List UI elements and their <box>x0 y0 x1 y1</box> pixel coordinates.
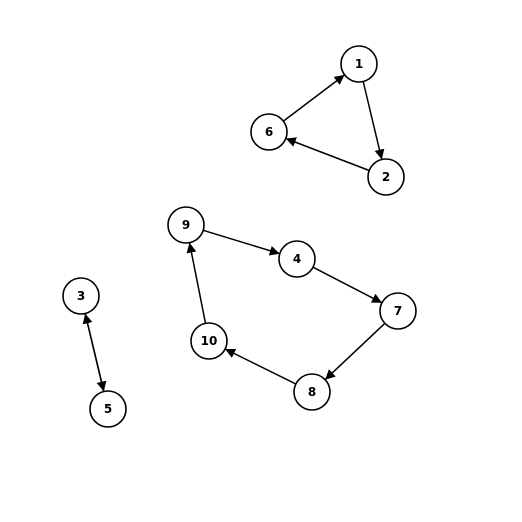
node-circle <box>367 158 405 196</box>
node-circle <box>250 113 288 151</box>
node-3: 3 <box>62 277 100 315</box>
node-label: 4 <box>293 252 301 266</box>
node-circle <box>167 206 205 244</box>
node-label: 9 <box>182 218 190 232</box>
node-6: 6 <box>250 113 288 151</box>
node-label: 8 <box>308 385 316 399</box>
node-8: 8 <box>293 373 331 411</box>
edge-8-to-10 <box>224 348 297 385</box>
edge-6-to-1 <box>282 74 346 122</box>
node-circle <box>190 322 228 360</box>
node-9: 9 <box>167 206 205 244</box>
edge-9-to-4 <box>202 229 281 256</box>
node-1: 1 <box>340 45 378 83</box>
node-label: 2 <box>382 170 390 184</box>
node-label: 7 <box>394 304 402 318</box>
node-5: 5 <box>89 390 127 428</box>
node-label: 10 <box>201 334 218 348</box>
node-label: 1 <box>355 57 363 71</box>
edges-layer <box>82 74 386 392</box>
node-circle <box>340 45 378 83</box>
node-2: 2 <box>367 158 405 196</box>
node-label: 5 <box>104 402 112 416</box>
edge-2-to-6 <box>285 137 370 172</box>
node-circle <box>62 277 100 315</box>
node-circle <box>293 373 331 411</box>
edge-1-to-2 <box>362 81 385 160</box>
edge-5-to-3 <box>82 313 105 392</box>
node-label: 3 <box>77 289 85 303</box>
node-7: 7 <box>379 292 417 330</box>
node-circle <box>379 292 417 330</box>
node-circle <box>278 240 316 278</box>
edge-4-to-7 <box>312 266 383 304</box>
node-4: 4 <box>278 240 316 278</box>
edge-7-to-8 <box>324 322 386 381</box>
edge-10-to-9 <box>186 242 207 324</box>
node-circle <box>89 390 127 428</box>
node-10: 10 <box>190 322 228 360</box>
node-label: 6 <box>265 125 273 139</box>
nodes-layer: 1 2 3 4 5 6 7 8 9 10 <box>62 45 417 428</box>
